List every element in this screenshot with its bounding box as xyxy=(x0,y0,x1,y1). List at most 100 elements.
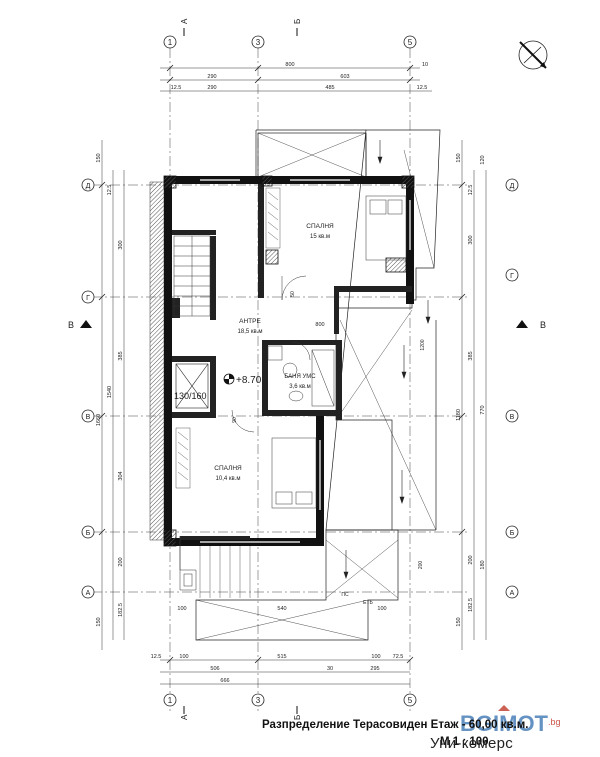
svg-text:290: 290 xyxy=(207,74,216,80)
elevator-label: 130/160 xyxy=(174,391,207,401)
room-name-bedroom-2: СПАЛНЯ xyxy=(214,465,242,472)
svg-text:385: 385 xyxy=(118,351,124,360)
svg-text:150: 150 xyxy=(456,153,462,162)
exterior-stair xyxy=(199,546,251,598)
axis-bubble: Г xyxy=(81,290,95,304)
axis-bubble: Д xyxy=(81,178,95,192)
svg-text:120: 120 xyxy=(480,155,486,164)
svg-text:1: 1 xyxy=(168,696,173,705)
svg-text:Д: Д xyxy=(86,183,91,190)
svg-text:100: 100 xyxy=(179,654,188,660)
svg-text:12.5: 12.5 xyxy=(107,185,113,196)
terrace-outlines xyxy=(195,129,441,641)
svg-text:180: 180 xyxy=(480,560,486,569)
axis-bubble: Д xyxy=(505,178,519,192)
svg-text:603: 603 xyxy=(340,74,349,80)
svg-text:666: 666 xyxy=(220,678,229,684)
svg-text:.bg: .bg xyxy=(548,717,561,727)
axis-bubble: 1 xyxy=(163,693,177,707)
axis-bubble: 3 xyxy=(251,693,265,707)
axis-bubble: В xyxy=(505,409,519,423)
svg-text:182.5: 182.5 xyxy=(118,603,124,617)
axis-bubbles-left: Д Г В Б А xyxy=(81,178,95,599)
columns xyxy=(163,175,415,547)
svg-text:1180: 1180 xyxy=(456,409,462,421)
svg-text:Б: Б xyxy=(293,19,302,24)
svg-text:12.5: 12.5 xyxy=(151,654,162,660)
svg-text:182.5: 182.5 xyxy=(468,598,474,612)
dimension-labels-bottom: 12.5 100 515 100 72.5 506 30 295 666 xyxy=(151,654,404,684)
dimension-labels-top: 800 290 603 10 12.5 290 485 12.5 xyxy=(171,62,428,91)
svg-text:300: 300 xyxy=(118,240,124,249)
svg-text:1660: 1660 xyxy=(96,414,102,426)
svg-text:3: 3 xyxy=(256,696,261,705)
svg-text:Б: Б xyxy=(510,530,515,537)
svg-text:В: В xyxy=(86,414,91,421)
svg-text:+8.70: +8.70 xyxy=(236,375,262,386)
level-marker: +8.70 xyxy=(223,373,262,386)
room-area-bath: 3,6 кв.м xyxy=(289,384,311,390)
svg-text:72.5: 72.5 xyxy=(393,654,404,660)
svg-text:200: 200 xyxy=(418,561,424,570)
elevator xyxy=(175,363,209,409)
axis-bubble: Б xyxy=(505,525,519,539)
room-name-bedroom-1: СПАЛНЯ xyxy=(306,223,334,230)
wardrobes xyxy=(175,187,281,489)
svg-text:А: А xyxy=(180,714,189,720)
plan-scale: М 1 : 100 xyxy=(440,736,489,748)
svg-text:BGIMOT: BGIMOT xyxy=(460,711,549,736)
room-area-hall: 18,5 кв.м xyxy=(238,329,263,335)
svg-text:5: 5 xyxy=(408,38,413,47)
svg-text:515: 515 xyxy=(277,654,286,660)
plan-title: Разпределение Терасовиден Етаж - 60,00 к… xyxy=(262,719,529,731)
svg-text:12.5: 12.5 xyxy=(468,185,474,196)
svg-text:90: 90 xyxy=(232,417,238,423)
axis-bubble: 1 xyxy=(163,35,177,49)
svg-text:290: 290 xyxy=(207,85,216,91)
svg-text:10: 10 xyxy=(422,62,428,68)
svg-text:150: 150 xyxy=(96,153,102,162)
axis-bubble: Г xyxy=(505,268,519,282)
interior-walls xyxy=(172,184,412,540)
door-swings xyxy=(179,275,311,591)
svg-text:А: А xyxy=(86,590,91,597)
svg-text:Б: Б xyxy=(293,715,302,720)
svg-text:150: 150 xyxy=(96,617,102,626)
svg-text:800: 800 xyxy=(315,322,324,328)
axis-bubble: А xyxy=(81,585,95,599)
axis-bubbles-bottom: 1 3 5 xyxy=(163,693,417,707)
svg-text:Д: Д xyxy=(510,183,515,190)
room-name-hall: АНТРЕ xyxy=(239,318,261,325)
dimension-labels-right: 150 120 12.5 300 385 770 1180 200 180 18… xyxy=(456,153,486,626)
room-name-bath: БАНЯ УМС xyxy=(284,374,316,380)
svg-text:800: 800 xyxy=(285,62,294,68)
windows xyxy=(200,179,411,543)
svg-text:295: 295 xyxy=(370,666,379,672)
svg-text:485: 485 xyxy=(325,85,334,91)
svg-text:3: 3 xyxy=(256,38,261,47)
svg-text:ПС: ПС xyxy=(341,592,349,598)
svg-text:200: 200 xyxy=(118,557,124,566)
brand-watermark: Уни-комерс xyxy=(430,735,514,752)
axis-bubble: А xyxy=(505,585,519,599)
svg-text:506: 506 xyxy=(210,666,219,672)
svg-text:В: В xyxy=(540,320,546,330)
axis-bubbles-top: 1 3 5 xyxy=(163,35,417,49)
axis-bubble: Б xyxy=(81,525,95,539)
svg-text:12.5: 12.5 xyxy=(171,85,182,91)
room-area-bedroom-2: 10,4 кв.м xyxy=(216,476,241,482)
svg-text:А: А xyxy=(510,590,515,597)
svg-text:1200: 1200 xyxy=(420,339,426,350)
svg-text:200: 200 xyxy=(468,555,474,564)
svg-text:770: 770 xyxy=(480,405,486,414)
svg-text:5: 5 xyxy=(408,696,413,705)
svg-text:150: 150 xyxy=(456,617,462,626)
svg-text:ЕТБ: ЕТБ xyxy=(363,600,373,606)
svg-text:В: В xyxy=(510,414,515,421)
staircase xyxy=(173,235,211,317)
misc-labels: 100 540 100 800 1200 200 50 90 ПС ЕТБ xyxy=(177,291,426,612)
svg-text:В: В xyxy=(68,320,74,330)
axis-bubble: 5 xyxy=(403,35,417,49)
axis-bubble: 3 xyxy=(251,35,265,49)
